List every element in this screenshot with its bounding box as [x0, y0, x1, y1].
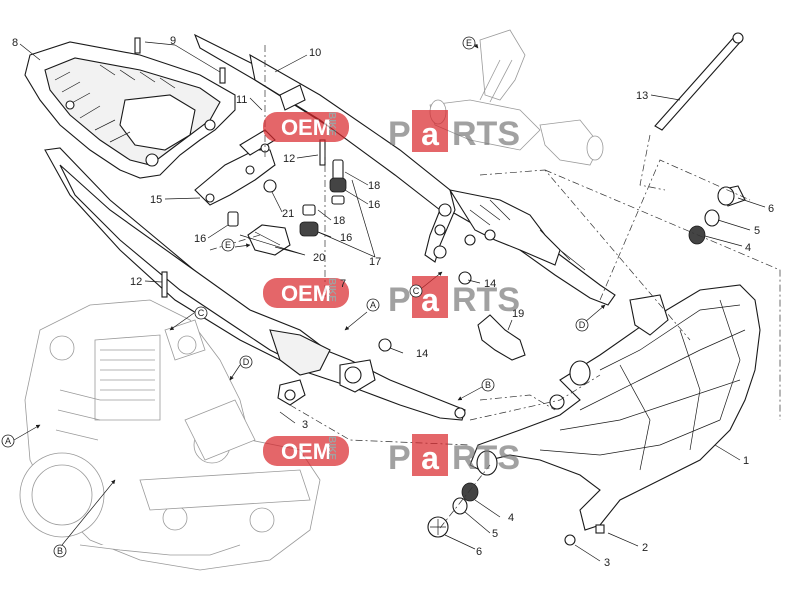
svg-text:A: A: [5, 436, 11, 446]
ref-e-left: E: [221, 238, 235, 252]
svg-text:B: B: [485, 380, 491, 390]
luggage-rack: [24, 41, 236, 179]
exhaust-ghost: [429, 29, 604, 166]
ref-d-right: D: [575, 318, 589, 332]
callout-2: 2: [642, 542, 648, 554]
hardware-parts: [134, 37, 472, 352]
watermark-logo-1: OEM BIKE P a RTS: [263, 110, 520, 153]
svg-text:RTS: RTS: [452, 115, 520, 153]
svg-text:BIKE: BIKE: [326, 112, 337, 136]
callout-16-b: 16: [368, 199, 380, 211]
ref-e-top: E: [462, 36, 476, 50]
mount-hardware-top: [688, 185, 746, 245]
callout-4-top: 4: [745, 242, 751, 254]
svg-text:a: a: [421, 440, 439, 476]
ref-c-center: C: [409, 284, 423, 298]
assembly-lines: [209, 45, 781, 529]
svg-text:D: D: [579, 320, 586, 330]
svg-text:OEM: OEM: [281, 115, 331, 140]
svg-text:B: B: [57, 546, 63, 556]
callout-17: 17: [369, 256, 381, 268]
callout-16-left: 16: [194, 233, 206, 245]
svg-text:RTS: RTS: [452, 439, 520, 477]
callout-11: 11: [236, 94, 247, 106]
svg-text:A: A: [370, 300, 376, 310]
watermark-logo-2: OEM BIKE P a RTS: [263, 276, 520, 319]
svg-text:E: E: [225, 240, 231, 250]
callout-18-b: 18: [333, 215, 345, 227]
svg-text:a: a: [421, 116, 439, 152]
callout-10: 10: [309, 47, 321, 59]
callout-9: 9: [170, 35, 176, 47]
ref-b-left: B: [53, 544, 67, 558]
callout-12-top: 12: [283, 153, 295, 165]
ref-d-left: D: [239, 355, 253, 369]
callout-3-bottom: 3: [604, 557, 610, 569]
svg-text:P: P: [388, 115, 411, 153]
rod-13: [654, 32, 744, 131]
callout-15: 15: [150, 194, 162, 206]
watermark-logo-3: OEM BIKE P a RTS: [263, 434, 520, 477]
callout-20: 20: [313, 252, 325, 264]
callout-6-top: 6: [768, 203, 774, 215]
callout-4-bottom: 4: [508, 512, 514, 524]
svg-text:OEM: OEM: [281, 439, 331, 464]
svg-text:P: P: [388, 439, 411, 477]
svg-text:OEM: OEM: [281, 281, 331, 306]
svg-text:C: C: [198, 308, 205, 318]
svg-text:BIKE: BIKE: [326, 278, 337, 302]
ref-b-center: B: [481, 378, 495, 392]
callout-5-bottom: 5: [492, 528, 498, 540]
svg-text:E: E: [466, 38, 472, 48]
callout-numbers: 8 9 10 11 12 15 16 21 18 16 18 16 20 17 …: [12, 35, 774, 569]
callout-1: 1: [743, 455, 749, 467]
ref-c-left: C: [194, 306, 208, 320]
lower-rear-strut: [44, 147, 466, 421]
svg-text:C: C: [413, 286, 420, 296]
callout-14-mid: 14: [416, 348, 428, 360]
svg-text:D: D: [243, 357, 250, 367]
engine-ghost-outline: [19, 299, 321, 571]
svg-text:a: a: [421, 282, 439, 318]
reference-letters: A A B B C C D D E E: [1, 36, 589, 558]
callout-19: 19: [512, 308, 524, 320]
svg-text:RTS: RTS: [452, 281, 520, 319]
callout-21: 21: [282, 208, 294, 220]
callout-16-c: 16: [340, 232, 352, 244]
frame-trellis-1: [469, 284, 761, 546]
callout-18-a: 18: [368, 180, 380, 192]
svg-text:P: P: [388, 281, 411, 319]
svg-text:BIKE: BIKE: [326, 436, 337, 460]
bracket-15: [194, 129, 276, 206]
callout-13: 13: [636, 90, 648, 102]
leader-lines: [19, 41, 766, 562]
callout-12-left: 12: [130, 276, 142, 288]
callout-14-top: 14: [484, 278, 496, 290]
ref-a-left: A: [1, 434, 15, 448]
callout-5-top: 5: [754, 225, 760, 237]
rear-subframe: [193, 33, 616, 306]
callout-8: 8: [12, 37, 18, 49]
clip-19: [477, 314, 526, 361]
callout-3-left: 3: [302, 419, 308, 431]
callout-6-bottom: 6: [476, 546, 482, 558]
ref-a-center: A: [366, 298, 380, 312]
callout-7: 7: [340, 278, 346, 290]
mount-hardware-bottom: [427, 482, 479, 538]
